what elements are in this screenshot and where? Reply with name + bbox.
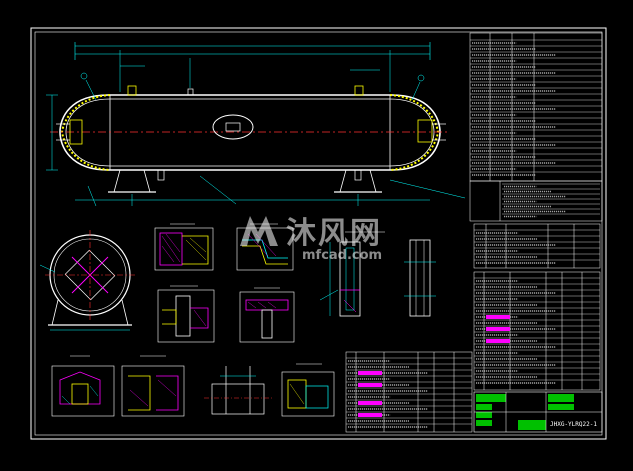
- technical-notes-block: [469, 180, 603, 222]
- title-block: JHXG-YLRQ22-1: [473, 391, 603, 433]
- nozzle-schedule-table: [473, 223, 601, 269]
- lower-row-highlight: [358, 371, 382, 375]
- detail-view-3: [157, 285, 215, 343]
- mfcad-logo-icon: [240, 216, 278, 246]
- vessel-elevation-view: [46, 42, 466, 207]
- technical-data-rows: [470, 39, 602, 176]
- bottom-detail-3: [204, 366, 272, 415]
- vessel-end-view: [39, 230, 135, 331]
- lower-row-highlight: [358, 383, 382, 387]
- lower-row-highlight: [358, 413, 382, 417]
- detail-view-4: [239, 287, 295, 343]
- drawing-number: JHXG-YLRQ22-1: [550, 421, 597, 428]
- part-row-highlight: [486, 339, 510, 343]
- nozzle-schedule-rows: [474, 229, 600, 264]
- watermark-url: mfcad.com: [302, 248, 383, 263]
- parts-list-rows: [474, 277, 600, 384]
- bottom-detail-1: [51, 355, 115, 417]
- part-row-highlight: [486, 327, 510, 331]
- detail-view-1: [154, 223, 214, 271]
- drawing-border-outer: [30, 27, 607, 440]
- watermark: 沐风网 mfcad.com: [236, 208, 396, 272]
- technical-notes-text: [502, 183, 600, 218]
- parts-list-lower-rows: [346, 357, 472, 428]
- parts-list-table-lower: [345, 351, 473, 433]
- bottom-detail-4: [281, 363, 335, 417]
- bottom-detail-2: [121, 355, 185, 417]
- part-row-highlight: [486, 315, 510, 319]
- saddle-support-detail: [319, 231, 436, 317]
- watermark-brand: 沐风网: [286, 216, 382, 251]
- lower-row-highlight: [358, 401, 382, 405]
- drawing-border-inner: [34, 31, 603, 436]
